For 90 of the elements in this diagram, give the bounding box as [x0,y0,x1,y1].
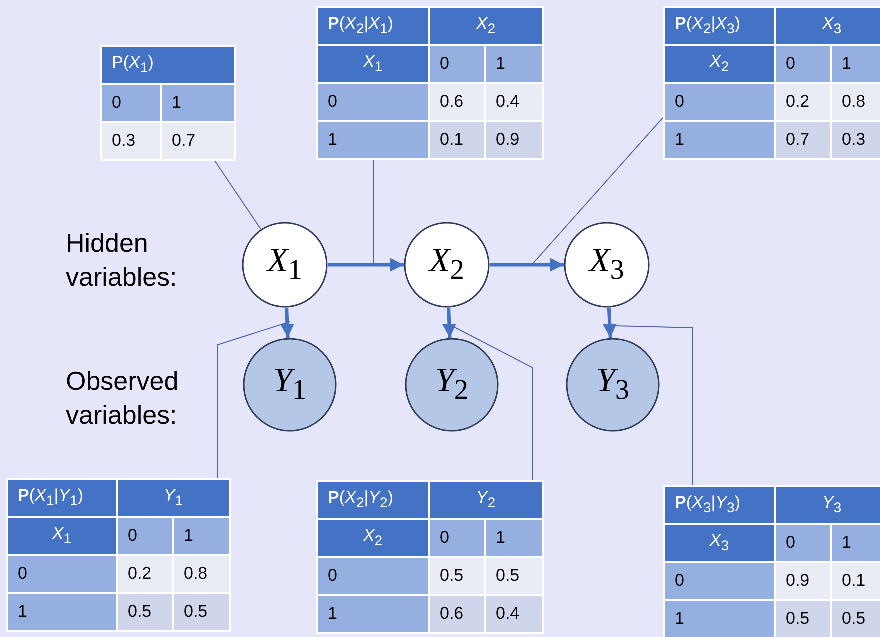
probability-value: 0.7 [162,123,234,159]
probability-value: 0.4 [486,596,542,632]
table-title: P(X$_{2}$|Y$_{2}$) [318,482,428,518]
column-header: X$_{2}$ [430,8,542,44]
probability-value: 0.8 [832,84,880,120]
state-value: 1 [8,594,116,630]
state-value: 0 [665,84,774,120]
row-header: X$_{3}$ [665,525,774,561]
probability-value: 0.3 [832,122,880,158]
column-header: Y$_{3}$ [776,487,880,523]
state-value: 1 [318,596,428,632]
probability-table [316,480,544,634]
probability-value: 0.5 [776,601,830,637]
table-title: P(X$_{2}$|X$_{1}$) [318,8,428,44]
probability-value: 0.4 [486,84,542,120]
table-title: P(X$_{1}$|Y$_{1}$) [8,480,116,516]
state-value: 1 [486,46,542,82]
table-title: P(X$_{1}$) [102,47,234,83]
probability-table [663,6,880,160]
column-header: X$_{3}$ [776,8,880,44]
variable-label: X$_{3}$ [587,244,626,286]
observed-state-circle [243,338,337,432]
probability-table [663,485,880,637]
hidden-state-circle [404,222,490,308]
state-value: 0 [118,518,172,554]
table-title: P(X$_{2}$|X$_{3}$) [665,8,774,44]
column-header: Y$_{1}$ [118,480,229,516]
probability-value: 0.8 [174,556,229,592]
probability-table [6,478,231,632]
arrow [328,258,404,272]
variable-label: Y$_{2}$ [434,364,470,406]
probability-value: 0.5 [174,594,229,630]
variable-label: X$_{2}$ [427,244,466,286]
observed-state-circle [405,338,499,432]
probability-value: 0.2 [118,556,172,592]
row-caption: Hidden variables: [66,227,178,294]
state-value: 1 [318,122,428,158]
arrow [442,308,456,338]
state-value: 0 [102,85,160,121]
probability-value: 0.5 [118,594,172,630]
probability-value: 0.5 [430,558,484,594]
probability-value: 0.6 [430,84,484,120]
hidden-state-circle [564,222,650,308]
state-value: 0 [665,563,774,599]
row-caption: Observed variables: [66,365,180,432]
probability-table [316,6,544,160]
hidden-state-circle [242,222,328,308]
variable-label: X$_{1}$ [265,244,304,286]
leader-line [532,118,664,266]
probability-value: 0.1 [832,563,880,599]
table-title: P(X$_{3}$|Y$_{3}$) [665,487,774,523]
leader-line [454,326,534,480]
state-value: 0 [430,520,484,556]
arrow [490,258,564,272]
arrow [602,308,617,338]
row-header: X$_{1}$ [318,46,428,82]
probability-value: 0.9 [486,122,542,158]
state-value: 0 [318,84,428,120]
row-header: X$_{2}$ [318,520,428,556]
probability-value: 0.5 [832,601,880,637]
probability-value: 0.3 [102,123,160,159]
arrow [280,308,294,338]
state-value: 1 [832,46,880,82]
state-value: 0 [776,46,830,82]
state-value: 1 [162,85,234,121]
variable-label: Y$_{3}$ [595,364,631,406]
row-header: X$_{1}$ [8,518,116,554]
state-value: 0 [430,46,484,82]
leader-line [218,322,290,478]
variable-label: Y$_{1}$ [272,364,308,406]
probability-value: 0.6 [430,596,484,632]
probability-value: 0.1 [430,122,484,158]
leader-line [614,326,694,486]
state-value: 1 [665,601,774,637]
observed-state-circle [566,338,660,432]
state-value: 1 [832,525,880,561]
state-value: 0 [318,558,428,594]
state-value: 0 [776,525,830,561]
state-value: 0 [8,556,116,592]
column-header: Y$_{2}$ [430,482,542,518]
state-value: 1 [174,518,229,554]
probability-value: 0.5 [486,558,542,594]
leader-line [214,160,262,230]
state-value: 1 [486,520,542,556]
row-header: X$_{2}$ [665,46,774,82]
probability-value: 0.9 [776,563,830,599]
probability-value: 0.2 [776,84,830,120]
state-value: 1 [665,122,774,158]
probability-table [100,45,236,161]
probability-value: 0.7 [776,122,830,158]
